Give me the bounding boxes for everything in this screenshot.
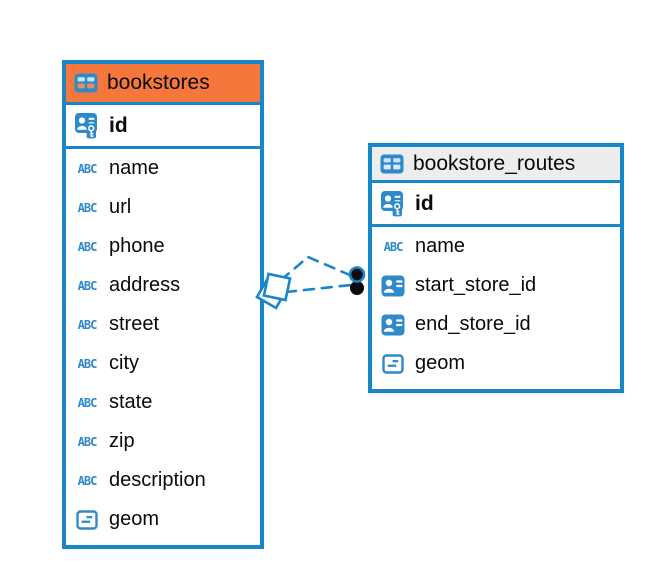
column-row-street[interactable]: ABC street xyxy=(66,305,260,344)
column-row-start-store-id[interactable]: start_store_id xyxy=(372,266,620,305)
text-type-icon: ABC xyxy=(77,278,98,293)
relationship-endpoint-dot[interactable] xyxy=(348,266,366,296)
text-type-icon: ABC xyxy=(77,239,98,254)
text-type-icon: ABC xyxy=(77,200,98,215)
table-header-bookstores[interactable]: bookstores xyxy=(66,64,260,105)
reference-type-icon xyxy=(378,314,408,336)
column-name: id xyxy=(109,113,128,137)
column-name: end_store_id xyxy=(415,313,531,335)
column-name: zip xyxy=(109,430,135,452)
text-type-icon: ABC xyxy=(77,395,98,410)
table-icon xyxy=(74,73,98,93)
column-name: state xyxy=(109,391,153,413)
text-type-icon: ABC xyxy=(77,434,98,449)
text-type-icon: ABC xyxy=(77,317,98,332)
column-name: phone xyxy=(109,235,165,257)
reference-type-icon xyxy=(378,275,408,297)
column-row-city[interactable]: ABC city xyxy=(66,344,260,383)
column-name: description xyxy=(109,469,206,491)
table-name: bookstore_routes xyxy=(413,151,576,175)
primary-key-icon xyxy=(378,190,408,217)
geometry-type-icon xyxy=(378,354,408,374)
column-row-description[interactable]: ABC description xyxy=(66,461,260,500)
text-type-icon: ABC xyxy=(77,473,98,488)
column-list: ABC name start_store_id end_store_id geo… xyxy=(372,227,620,383)
column-name: city xyxy=(109,352,139,374)
column-list: ABC name ABC url ABC phone ABC address A… xyxy=(66,149,260,539)
table-name: bookstores xyxy=(107,71,210,94)
column-row-geom[interactable]: geom xyxy=(66,500,260,539)
column-row-geom[interactable]: geom xyxy=(372,344,620,383)
column-row-url[interactable]: ABC url xyxy=(66,188,260,227)
column-name: geom xyxy=(415,352,466,374)
relationship-line[interactable] xyxy=(279,255,354,282)
column-row-address[interactable]: ABC address xyxy=(66,266,260,305)
column-row-name[interactable]: ABC name xyxy=(372,227,620,266)
table-bookstores[interactable]: bookstores id ABC name ABC url ABC phone… xyxy=(62,60,264,549)
column-row-id[interactable]: id xyxy=(372,183,620,227)
table-header-bookstore-routes[interactable]: bookstore_routes xyxy=(372,147,620,183)
relationship-line[interactable] xyxy=(284,283,353,294)
column-row-state[interactable]: ABC state xyxy=(66,383,260,422)
column-name: name xyxy=(415,235,466,257)
column-name: street xyxy=(109,313,160,335)
column-name: geom xyxy=(109,508,160,530)
column-row-phone[interactable]: ABC phone xyxy=(66,227,260,266)
text-type-icon: ABC xyxy=(383,239,404,254)
text-type-icon: ABC xyxy=(77,161,98,176)
column-row-name[interactable]: ABC name xyxy=(66,149,260,188)
primary-key-icon xyxy=(72,112,102,139)
geometry-type-icon xyxy=(72,510,102,530)
column-row-zip[interactable]: ABC zip xyxy=(66,422,260,461)
table-icon xyxy=(380,154,404,174)
column-row-end-store-id[interactable]: end_store_id xyxy=(372,305,620,344)
column-name: url xyxy=(109,196,132,218)
text-type-icon: ABC xyxy=(77,356,98,371)
table-bookstore-routes[interactable]: bookstore_routes id ABC name start_store… xyxy=(368,143,624,393)
column-name: start_store_id xyxy=(415,274,537,296)
column-row-id[interactable]: id xyxy=(66,105,260,149)
column-name: address xyxy=(109,274,181,296)
column-name: id xyxy=(415,191,434,215)
column-name: name xyxy=(109,157,160,179)
